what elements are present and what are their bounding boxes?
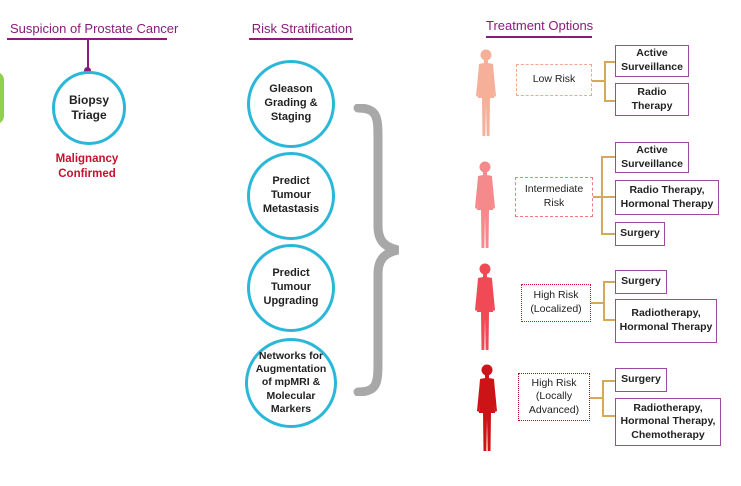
option-high-localized-2-label: Radiotherapy, Hormonal Therapy bbox=[619, 307, 713, 333]
header-suspicion: Suspicion of Prostate Cancer bbox=[10, 21, 179, 36]
option-intermediate-2-label: Radio Therapy, Hormonal Therapy bbox=[620, 183, 714, 210]
connector-high-advanced-1 bbox=[602, 380, 615, 382]
connector-high-advanced-h bbox=[590, 397, 602, 399]
option-high-advanced-surgery: Surgery bbox=[615, 368, 667, 392]
option-low-active-surveillance: Active Surveillance bbox=[615, 45, 689, 77]
risk-label-high-advanced: High Risk (Locally Advanced) bbox=[528, 376, 580, 416]
option-low-2-label: Radio Therapy bbox=[631, 85, 673, 112]
option-low-1-label: Active Surveillance bbox=[621, 47, 683, 73]
connector-low-h bbox=[592, 80, 604, 82]
strat-label-gleason: Gleason Grading & Staging bbox=[264, 83, 318, 123]
connector-intermediate-v bbox=[601, 156, 603, 234]
option-high-localized-radio-hormonal: Radiotherapy, Hormonal Therapy bbox=[615, 299, 717, 343]
connector-intermediate-3 bbox=[601, 233, 615, 235]
connector-intermediate-h bbox=[593, 196, 601, 198]
connector-high-localized-v bbox=[603, 281, 605, 320]
risk-label-intermediate: Intermediate Risk bbox=[524, 183, 584, 209]
risk-box-low: Low Risk bbox=[516, 64, 592, 96]
biopsy-triage-circle: Biopsy Triage bbox=[52, 71, 126, 145]
risk-label-high-localized: High Risk (Localized) bbox=[530, 289, 582, 315]
connector-low-1 bbox=[604, 61, 616, 63]
partial-body-figure bbox=[0, 72, 4, 124]
connector-high-localized-2 bbox=[603, 319, 615, 321]
malignancy-confirmed: Malignancy Confirmed bbox=[55, 153, 119, 180]
strat-circle-metastasis: Predict Tumour Metastasis bbox=[247, 152, 335, 240]
header-treatment-underline bbox=[486, 36, 592, 38]
risk-box-intermediate: Intermediate Risk bbox=[515, 177, 593, 217]
connector-low-v bbox=[604, 61, 606, 101]
option-intermediate-1-label: Active Surveillance bbox=[621, 143, 683, 170]
biopsy-connector-line bbox=[87, 38, 89, 70]
strat-label-metastasis: Predict Tumour Metastasis bbox=[262, 175, 320, 215]
option-low-radio-therapy: Radio Therapy bbox=[615, 83, 689, 116]
body-figure-high-localized bbox=[473, 262, 497, 352]
risk-label-low: Low Risk bbox=[532, 73, 576, 86]
body-figure-high-advanced bbox=[475, 362, 499, 454]
option-high-advanced-radio-hormonal-chemo: Radiotherapy, Hormonal Therapy, Chemothe… bbox=[615, 398, 721, 446]
body-figure-intermediate bbox=[473, 160, 497, 250]
option-intermediate-radio-hormonal: Radio Therapy, Hormonal Therapy bbox=[615, 180, 719, 215]
option-intermediate-3-label: Surgery bbox=[620, 227, 660, 240]
header-risk-underline bbox=[249, 38, 353, 40]
biopsy-triage-label: Biopsy Triage bbox=[68, 93, 109, 122]
connector-intermediate-2 bbox=[601, 196, 615, 198]
option-high-localized-surgery: Surgery bbox=[615, 270, 667, 294]
connector-intermediate-1 bbox=[601, 156, 615, 158]
connector-high-advanced-v bbox=[602, 380, 604, 416]
option-intermediate-surgery: Surgery bbox=[615, 222, 665, 246]
strat-label-networks: Networks for Augmentation of mpMRI & Mol… bbox=[255, 350, 327, 415]
risk-box-high-localized: High Risk (Localized) bbox=[521, 284, 591, 322]
strat-circle-gleason: Gleason Grading & Staging bbox=[247, 60, 335, 148]
strat-circle-networks: Networks for Augmentation of mpMRI & Mol… bbox=[245, 338, 337, 428]
body-figure-low bbox=[474, 48, 498, 138]
strat-circle-upgrading: Predict Tumour Upgrading bbox=[247, 244, 335, 332]
option-high-advanced-1-label: Surgery bbox=[621, 373, 661, 386]
option-intermediate-active-surveillance: Active Surveillance bbox=[615, 142, 689, 173]
option-high-advanced-2-label: Radiotherapy, Hormonal Therapy, Chemothe… bbox=[620, 401, 716, 441]
risk-box-high-advanced: High Risk (Locally Advanced) bbox=[518, 373, 590, 421]
option-high-localized-1-label: Surgery bbox=[621, 275, 661, 288]
header-treatment-options: Treatment Options bbox=[486, 18, 594, 33]
biopsy-connector-dot bbox=[84, 67, 91, 74]
connector-high-localized-1 bbox=[603, 281, 615, 283]
header-risk-stratification: Risk Stratification bbox=[251, 21, 353, 36]
connector-high-advanced-2 bbox=[602, 415, 615, 417]
connector-low-2 bbox=[604, 100, 616, 102]
connector-high-localized-h bbox=[591, 302, 603, 304]
strat-label-upgrading: Predict Tumour Upgrading bbox=[263, 267, 319, 307]
curly-brace bbox=[353, 104, 400, 396]
